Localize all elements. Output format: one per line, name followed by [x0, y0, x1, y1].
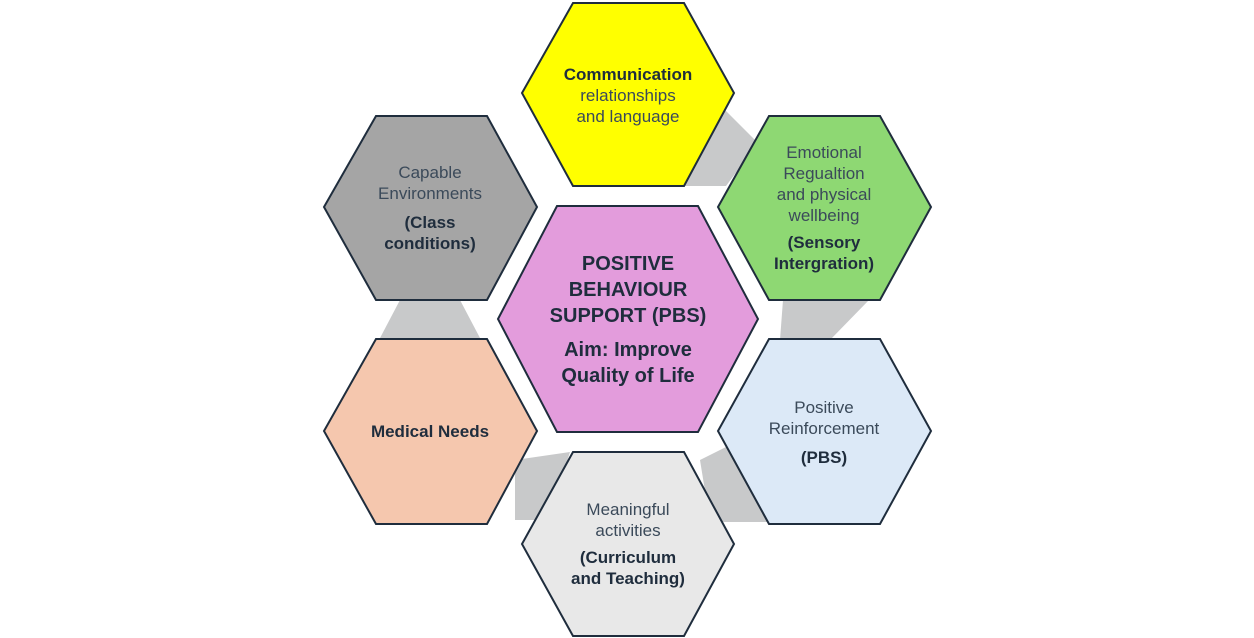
reinforcement-bold-line-1: (PBS) — [800, 448, 848, 467]
capable-bold-line-2: conditions) — [384, 234, 476, 253]
center-aim-line-2: Quality of Life — [561, 365, 695, 387]
medical-label: Medical Needs — [342, 406, 518, 456]
capable-line-1: Capable — [398, 163, 462, 182]
emotional-line-3: and physical — [776, 184, 872, 204]
meaningful-line-1: Meaningful — [586, 500, 670, 519]
center-label: POSITIVE BEHAVIOUR SUPPORT (PBS) Aim: Im… — [520, 230, 736, 410]
meaningful-line-2: activities — [595, 521, 661, 540]
medical-title: Medical Needs — [370, 421, 490, 441]
emotional-line-4: wellbeing — [788, 205, 860, 225]
communication-line-2: and language — [576, 106, 680, 126]
center-title-line-2: BEHAVIOUR — [568, 279, 688, 301]
emotional-bold-line-1: (Sensory — [787, 232, 861, 252]
connector-reinforcement-meaningful — [700, 440, 770, 522]
capable-label: Capable Environments (Class conditions) — [342, 152, 518, 264]
hex-center-pbs — [496, 205, 760, 433]
connector-medical-capable — [380, 300, 480, 338]
meaningful-label: Meaningful activities (Curriculum and Te… — [540, 488, 716, 600]
center-aim-line-1: Aim: Improve — [564, 339, 692, 361]
emotional-line-2: Regualtion — [783, 163, 865, 183]
reinforcement-line-1: Positive — [794, 398, 854, 417]
communication-label: Communication relationships and language — [540, 40, 716, 150]
meaningful-bold-line-2: and Teaching) — [571, 569, 685, 588]
reinforcement-line-2: Reinforcement — [768, 419, 880, 438]
reinforcement-label: Positive Reinforcement (PBS) — [736, 385, 912, 480]
connector-communication-emotional — [683, 100, 758, 186]
communication-title: Communication — [563, 64, 693, 84]
hex-communication — [520, 2, 736, 187]
emotional-label: Emotional Regualtion and physical wellbe… — [736, 135, 912, 280]
emotional-bold-line-2: Intergration) — [773, 253, 875, 273]
hex-medical-needs — [322, 338, 539, 525]
hex-positive-reinforcement — [716, 338, 933, 525]
capable-line-2: Environments — [378, 184, 482, 203]
hex-meaningful-activities — [520, 451, 736, 637]
communication-line-1: relationships — [580, 85, 676, 105]
emotional-line-1: Emotional — [786, 142, 862, 162]
capable-bold-line-1: (Class — [404, 213, 456, 232]
hex-emotional-regulation — [716, 115, 933, 301]
hex-capable-environments — [322, 115, 539, 301]
center-title-line-1: POSITIVE — [581, 253, 675, 275]
connector-emotional-reinforcement — [780, 300, 869, 340]
connector-meaningful-medical — [515, 452, 570, 520]
meaningful-bold-line-1: (Curriculum — [579, 548, 677, 567]
center-title-line-3: SUPPORT (PBS) — [549, 305, 707, 327]
